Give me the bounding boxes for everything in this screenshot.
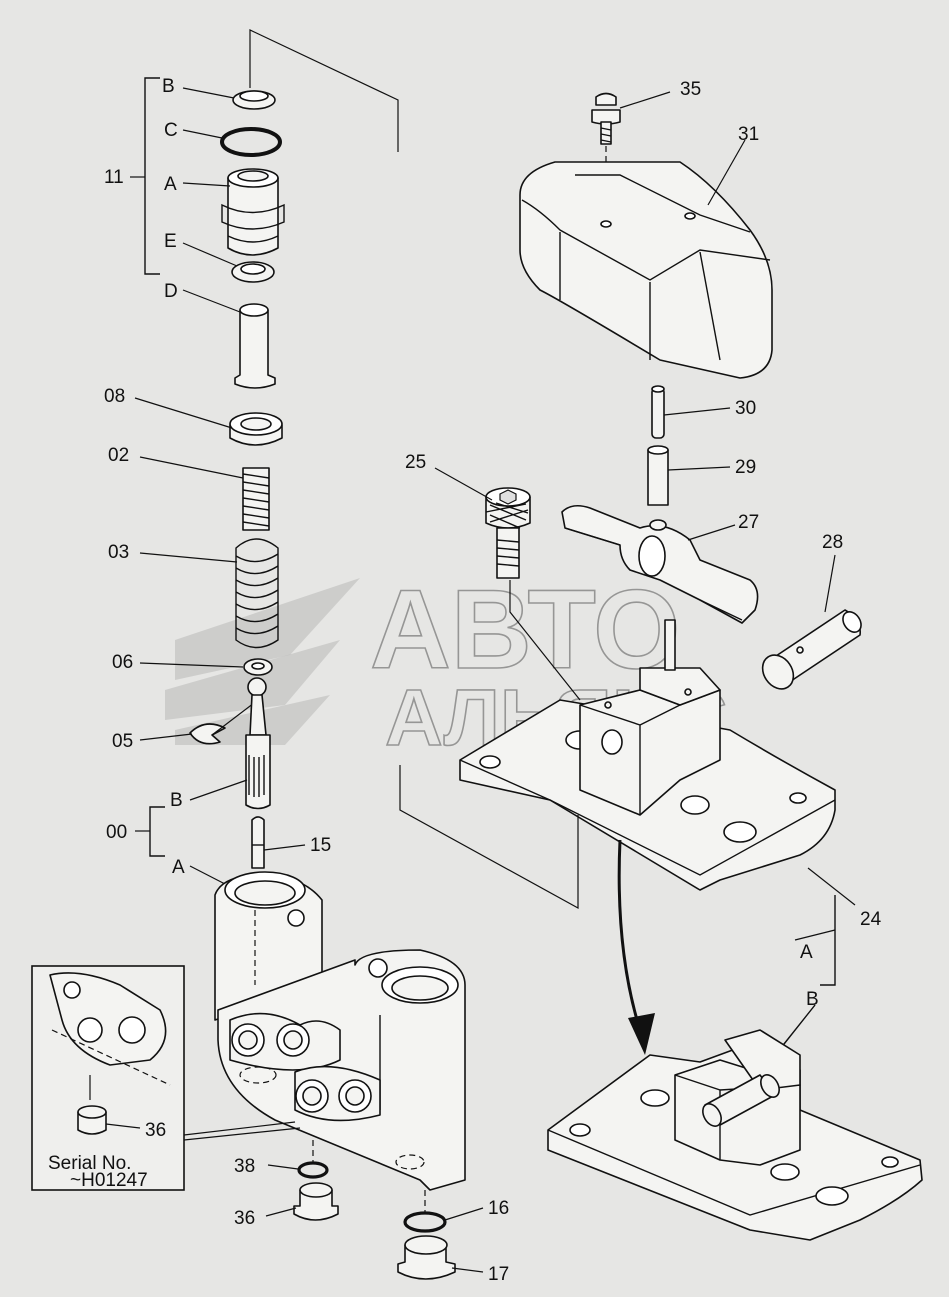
label-27: 27 <box>738 512 759 533</box>
part-24-plate-upper <box>459 619 836 891</box>
label-11-A: A <box>164 174 177 195</box>
label-11-B: B <box>162 76 175 97</box>
label-36-inset: 36 <box>145 1120 166 1141</box>
label-00: 00 <box>106 822 127 843</box>
serial-range: ~H01247 <box>70 1170 148 1191</box>
serial-label: Serial No. <box>48 1153 131 1174</box>
bracket-24-A <box>820 895 836 986</box>
part-11-E-ring <box>231 261 275 283</box>
label-25: 25 <box>405 452 426 473</box>
label-28: 28 <box>822 532 843 553</box>
label-05: 05 <box>112 731 133 752</box>
part-36-plug-inset <box>77 1105 107 1135</box>
serial-inset: Serial No. ~H01247 <box>31 965 185 1191</box>
label-30: 30 <box>735 398 756 419</box>
label-11-E: E <box>164 231 177 252</box>
label-38: 38 <box>234 1156 255 1177</box>
part-02-spring <box>242 467 270 531</box>
label-24-B: B <box>806 989 819 1010</box>
guide-line-top <box>249 29 399 152</box>
part-25-cap-screw <box>485 487 531 579</box>
part-36-plug <box>293 1182 339 1221</box>
part-11-D-piston <box>234 303 276 389</box>
part-28-shaft <box>761 609 862 690</box>
part-06-washer <box>243 658 273 676</box>
part-00-A-valve-body <box>214 871 466 1191</box>
label-17: 17 <box>488 1264 509 1285</box>
bracket-11 <box>144 77 160 275</box>
inset-leader-1 <box>183 1121 296 1136</box>
part-27-lever <box>561 504 759 624</box>
part-11-A-body <box>221 168 285 256</box>
part-17-plug <box>397 1235 456 1280</box>
part-15-pin <box>251 816 265 869</box>
label-11-C: C <box>164 120 178 141</box>
label-00-A: A <box>172 857 185 878</box>
label-31: 31 <box>738 124 759 145</box>
label-11: 11 <box>104 167 124 188</box>
watermark-line1: АВТО <box>370 567 680 692</box>
part-08-retainer <box>229 412 283 446</box>
label-24-A: A <box>800 942 813 963</box>
callout-labels: B C 11 A E D 08 02 03 06 05 B 00 A 15 35… <box>104 76 882 1285</box>
label-02: 02 <box>108 445 129 466</box>
label-16: 16 <box>488 1198 509 1219</box>
part-35-bolt <box>591 92 621 145</box>
label-11-D: D <box>164 281 178 302</box>
label-00-B: B <box>170 790 183 811</box>
guide-line-plate <box>399 765 579 910</box>
label-03: 03 <box>108 542 129 563</box>
arrow-curve <box>617 839 642 1031</box>
label-06: 06 <box>112 652 133 673</box>
arrow-head <box>628 1013 655 1055</box>
part-38-oring <box>297 1161 329 1179</box>
part-30-pin <box>651 385 665 439</box>
label-24: 24 <box>860 909 882 930</box>
part-11-B-ring <box>232 90 276 110</box>
part-03-spring <box>235 538 279 649</box>
label-29: 29 <box>735 457 756 478</box>
part-31-cover <box>519 161 773 379</box>
bracket-00 <box>149 806 165 857</box>
part-00-B-spool <box>245 677 271 810</box>
label-15: 15 <box>310 835 331 856</box>
label-35: 35 <box>680 79 701 100</box>
label-08: 08 <box>104 386 125 407</box>
part-24-plate-lower <box>547 1029 923 1241</box>
part-16-oring <box>403 1211 447 1233</box>
label-36: 36 <box>234 1208 255 1229</box>
part-29-sleeve <box>647 445 669 506</box>
part-11-C-oring <box>220 127 282 157</box>
